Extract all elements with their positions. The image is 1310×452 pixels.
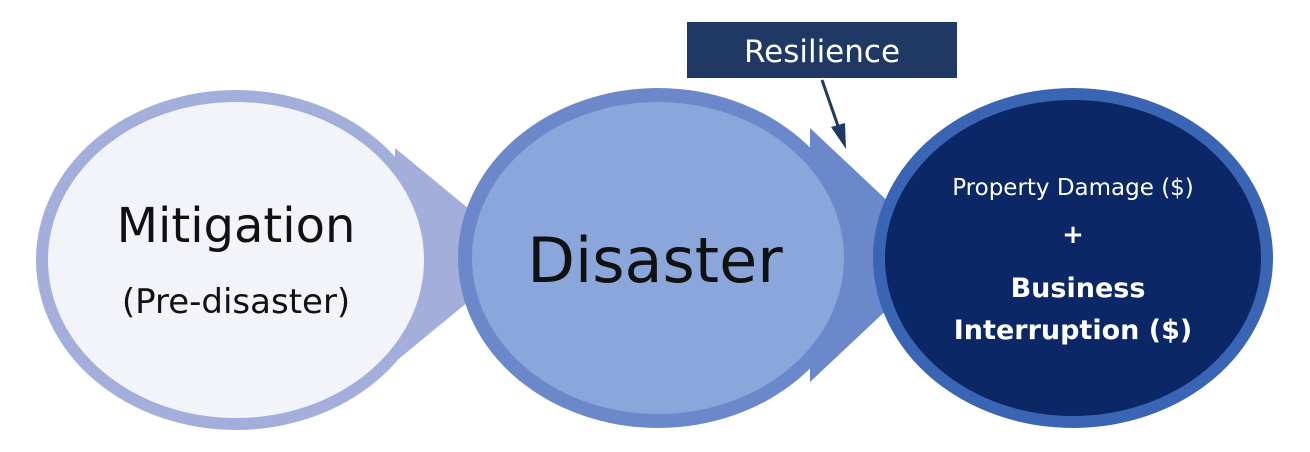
disaster-stage: Disaster	[458, 88, 945, 428]
resilience-label: Resilience	[744, 34, 900, 70]
disaster-title: Disaster	[527, 224, 783, 297]
impact-stage: Property Damage ($) + Business Interrupt…	[873, 88, 1273, 428]
mitigation-subtitle: (Pre-disaster)	[122, 282, 350, 322]
mitigation-stage: Mitigation (Pre-disaster)	[36, 90, 525, 430]
impact-interruption: Interruption ($)	[954, 315, 1192, 346]
resilience-callout: Resilience	[687, 22, 957, 149]
mitigation-title: Mitigation	[117, 198, 356, 254]
resilience-label-box	[687, 22, 957, 78]
impact-circle	[885, 100, 1261, 416]
impact-plus-sign: +	[1062, 220, 1084, 250]
impact-business: Business	[1011, 273, 1146, 304]
resilience-arrow-line	[820, 79, 840, 127]
impact-property-damage: Property Damage ($)	[952, 175, 1194, 201]
resilience-arrow-head	[831, 123, 846, 149]
mitigation-circle	[48, 102, 424, 418]
disaster-circle	[472, 102, 844, 414]
